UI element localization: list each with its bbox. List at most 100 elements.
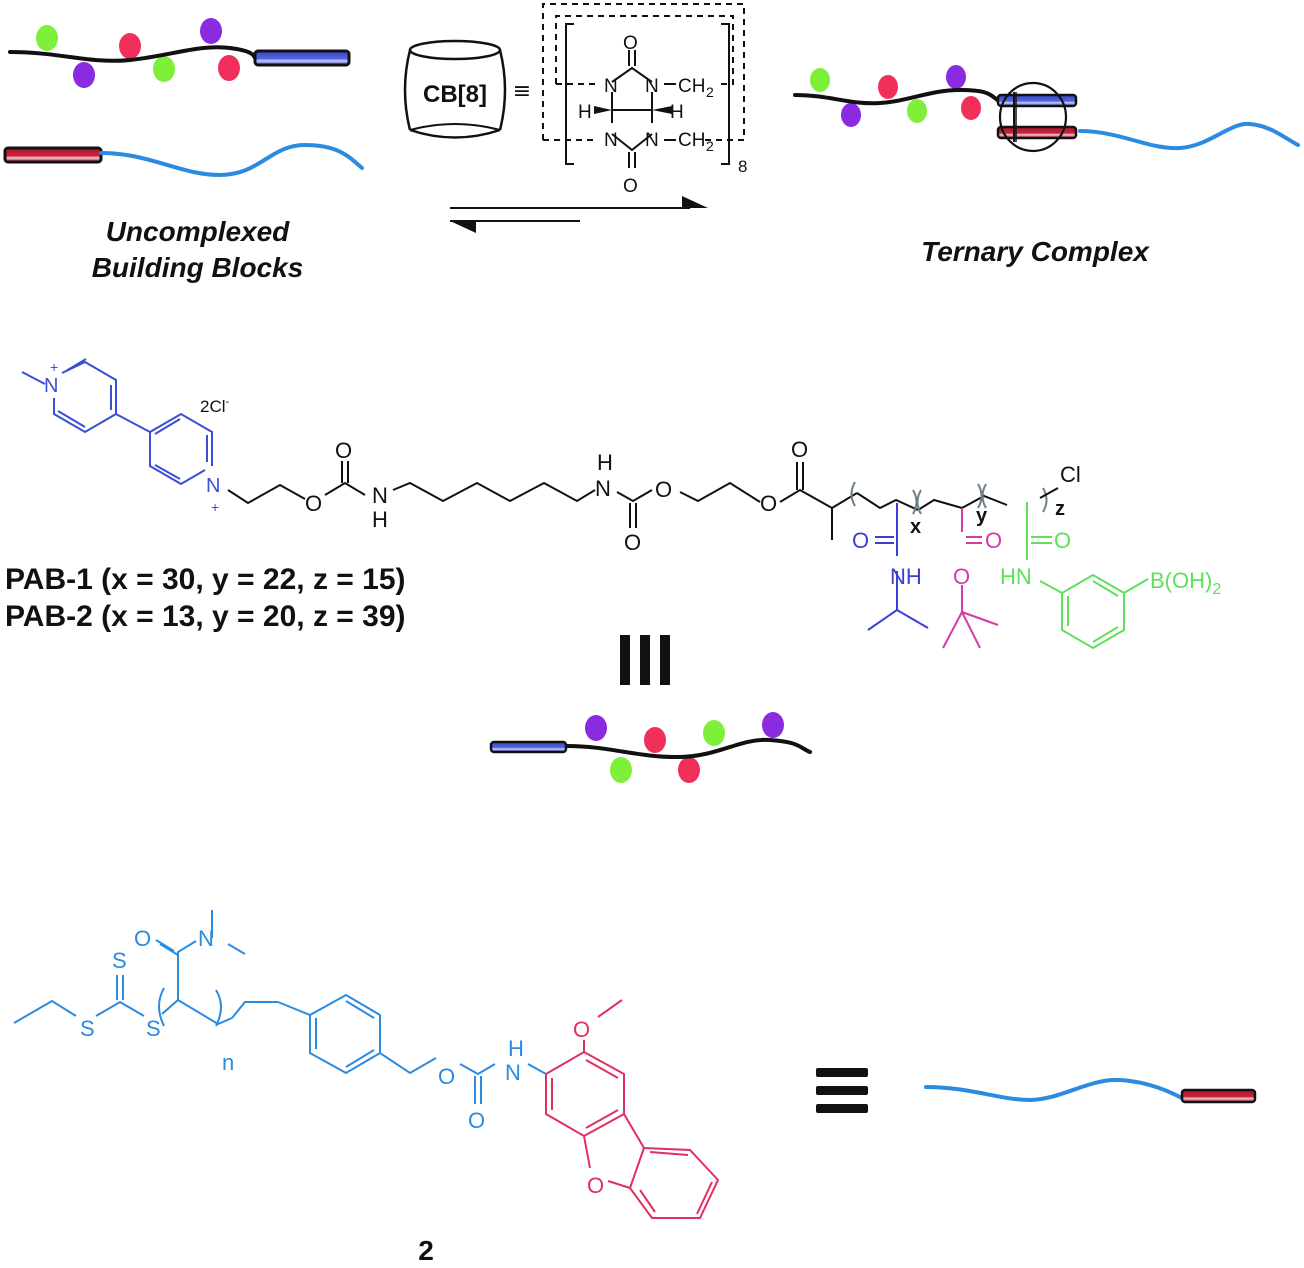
svg-text:O: O	[791, 437, 808, 462]
boronic-atoms: O HN B(OH)2	[1000, 528, 1221, 598]
identity-symbol-horizontal	[816, 1068, 868, 1113]
cb8-barrel-icon	[403, 39, 507, 139]
equivalence-symbol: ≡	[513, 79, 531, 104]
svg-text:O: O	[624, 530, 641, 555]
cb8-label: CB[8]	[423, 81, 487, 108]
svg-text:O: O	[134, 926, 151, 951]
viologen-rod	[253, 49, 351, 67]
svg-text:H: H	[578, 102, 592, 123]
polymer-backbone	[793, 87, 1002, 106]
pdma-chain	[924, 1077, 1184, 1103]
boronic-acid-side-chain	[1026, 502, 1149, 650]
svg-text:S: S	[146, 1016, 161, 1041]
uncomplexed-label-line2: Building Blocks	[91, 252, 304, 283]
uncomplexed-building-blocks	[3, 18, 364, 178]
bead-purple	[946, 65, 966, 89]
wedge-bond	[594, 106, 612, 114]
nh-aryl-bond	[527, 1063, 547, 1075]
svg-text:O: O	[587, 1173, 604, 1198]
ternary-complex-cartoon	[793, 65, 1300, 153]
equilibrium-arrows	[450, 196, 708, 233]
tba-side-chain	[942, 508, 999, 649]
svg-text:+: +	[211, 499, 219, 515]
svg-text:N: N	[604, 130, 618, 151]
dibenzofuran-rod	[3, 146, 103, 164]
uncomplexed-label: Uncomplexed Building Blocks	[60, 214, 335, 286]
dibenzofuran-structure	[545, 999, 720, 1219]
svg-text:O: O	[760, 491, 777, 516]
svg-text:H: H	[670, 102, 684, 123]
compound-2-cartoon	[924, 1077, 1257, 1104]
svg-text:O: O	[985, 528, 1002, 553]
viologen-rod	[489, 740, 568, 754]
bead-green	[153, 56, 175, 82]
svg-text:z: z	[1055, 498, 1065, 520]
ternary-complex-label: Ternary Complex	[921, 236, 1149, 267]
svg-text:Cl: Cl	[1060, 462, 1081, 487]
viologen-rod	[996, 93, 1078, 108]
svg-text:N: N	[604, 76, 618, 97]
bead-green	[810, 68, 830, 92]
svg-text:O: O	[1054, 528, 1071, 553]
compound-number-label: 2	[418, 1235, 434, 1266]
svg-text:CH: CH	[678, 76, 705, 97]
svg-text:O: O	[623, 176, 638, 197]
svg-text:N: N	[505, 1060, 521, 1085]
bead-red	[218, 55, 240, 81]
svg-text:O: O	[438, 1064, 455, 1089]
polymer-backbone	[565, 737, 812, 760]
svg-text:NH: NH	[890, 564, 922, 589]
svg-text:N: N	[645, 76, 659, 97]
svg-text:N: N	[44, 375, 58, 397]
cb8-repeat-unit-structure	[542, 3, 745, 168]
svg-text:HN: HN	[1000, 564, 1032, 589]
svg-text:CH: CH	[678, 130, 705, 151]
uncomplexed-label-line1: Uncomplexed	[105, 216, 290, 247]
svg-text:2: 2	[706, 138, 714, 154]
dibenzofuran-atoms: O O	[573, 1017, 604, 1198]
repeat-subscript: 8	[738, 157, 747, 176]
bead-purple	[73, 62, 95, 88]
svg-text:S: S	[112, 948, 127, 973]
svg-text:N: N	[645, 130, 659, 151]
pab-2-label: PAB-2 (x = 13, y = 20, z = 39)	[5, 600, 406, 633]
svg-text:N: N	[372, 483, 388, 508]
svg-text:O: O	[335, 438, 352, 463]
svg-text:+: +	[50, 359, 58, 375]
polymer-pab-cartoon	[8, 18, 351, 88]
pdma-chain	[99, 142, 364, 178]
svg-text:H: H	[597, 450, 613, 475]
cb8-host-ring	[998, 81, 1068, 153]
wedge-bond	[652, 106, 672, 114]
svg-text:S: S	[80, 1016, 95, 1041]
compound-2-brackets	[158, 987, 222, 1027]
bead-purple	[200, 18, 222, 44]
dibenzofuran-rod	[996, 125, 1078, 140]
svg-text:O: O	[468, 1108, 485, 1133]
bracket-left	[565, 23, 574, 165]
tba-atoms: O O	[953, 528, 1002, 589]
copolymer-subscripts: x y z Cl	[910, 462, 1081, 538]
pdma-chain	[1078, 121, 1300, 151]
repeat-subscript-n: n	[222, 1050, 234, 1075]
svg-text:2: 2	[706, 84, 714, 100]
svg-text:N: N	[206, 475, 220, 497]
bead-red	[961, 96, 981, 120]
viologen-structure	[21, 358, 213, 486]
terminal-bond	[1039, 487, 1059, 499]
svg-text:x: x	[910, 516, 921, 538]
bead-purple	[841, 103, 861, 127]
svg-text:O: O	[305, 491, 322, 516]
nipam-side-chain	[867, 503, 929, 631]
svg-text:O: O	[623, 33, 638, 54]
svg-text:O: O	[953, 564, 970, 589]
bead-red	[644, 727, 666, 753]
svg-text:O: O	[852, 528, 869, 553]
repeat-brackets	[850, 481, 1048, 515]
compound-2-atoms-blue: S S S O N n O O H N	[80, 926, 524, 1133]
bead-green	[907, 99, 927, 123]
svg-text:N: N	[198, 926, 214, 951]
svg-text:O: O	[655, 477, 672, 502]
dibenzofuran-rod	[1180, 1088, 1257, 1104]
